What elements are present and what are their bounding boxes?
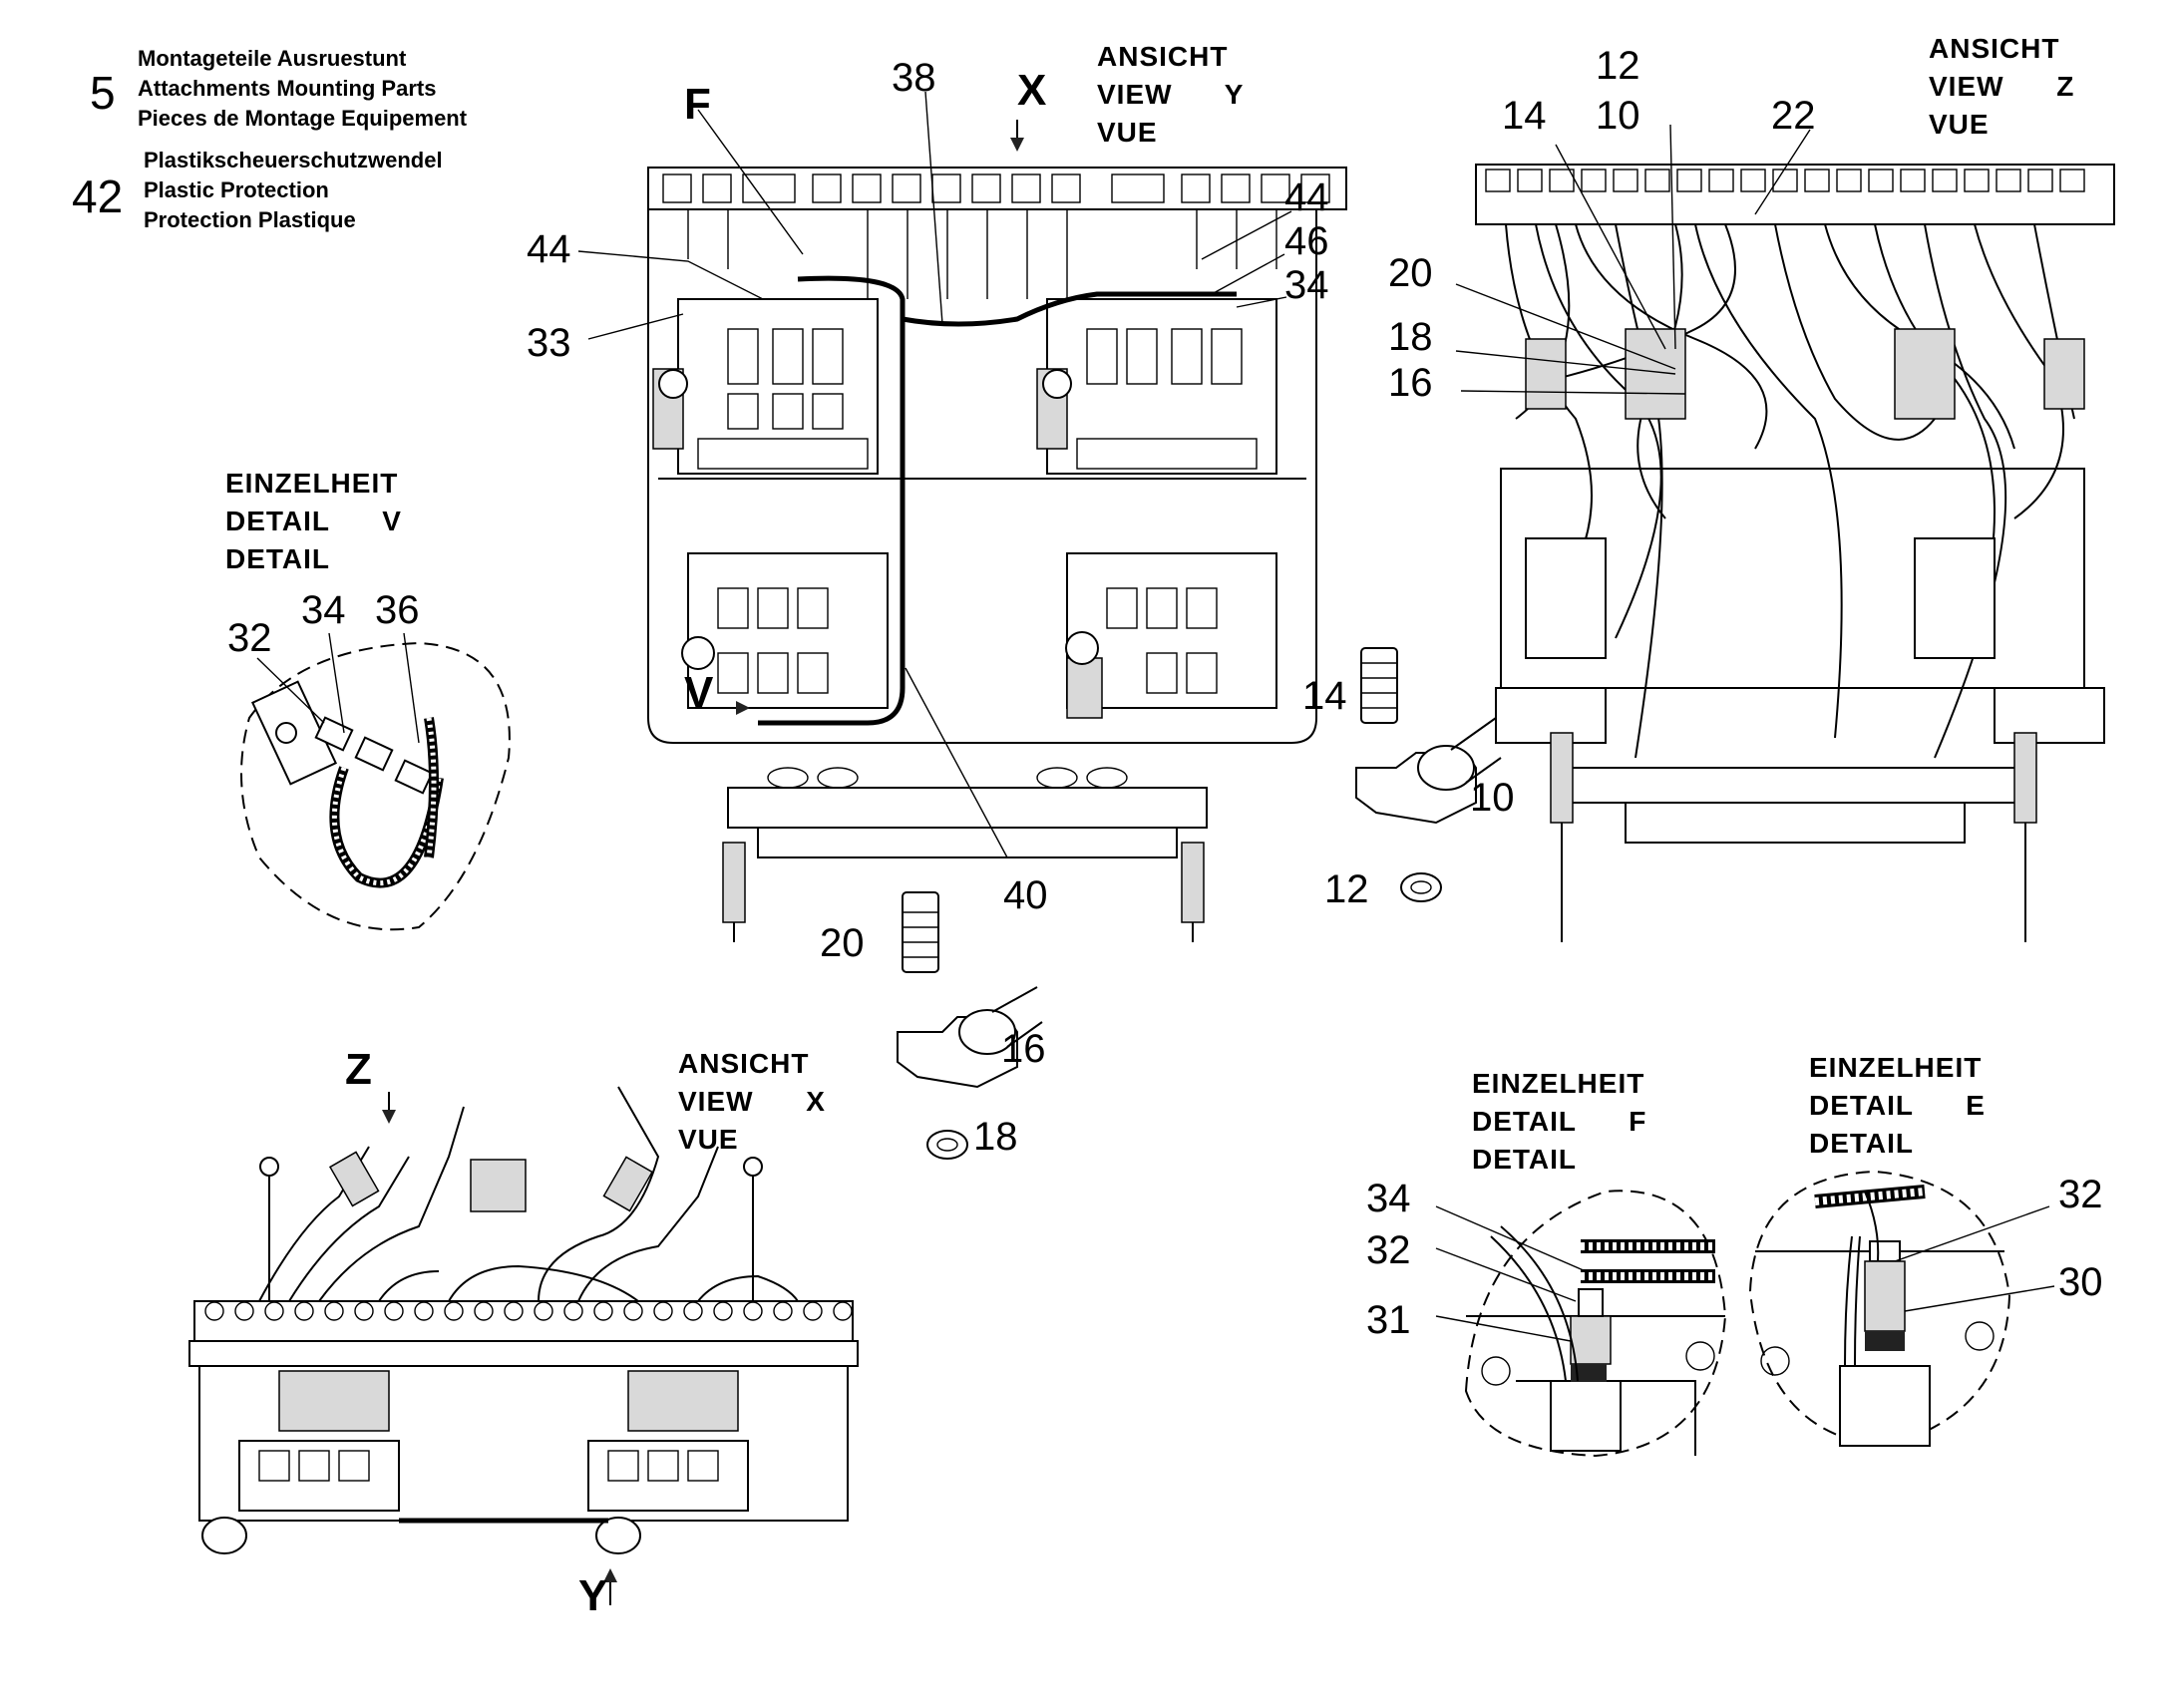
callout-44-right: 44 — [1284, 175, 1329, 219]
view-y-drawing — [577, 91, 1347, 942]
callout-34-detail-f: 34 — [1366, 1177, 1411, 1220]
detail-f-title-line-3: DETAIL — [1472, 1144, 1578, 1175]
legend-5-text: Montageteile Ausruestunt Attachments Mou… — [138, 44, 467, 134]
view-x-title-line-3: VUE — [678, 1124, 739, 1155]
callout-12-view-z: 12 — [1596, 44, 1640, 88]
detail-e-title-line-3: DETAIL — [1809, 1128, 1915, 1159]
view-x-drawing — [188, 1086, 859, 1605]
callout-20-view-z: 20 — [1388, 251, 1433, 295]
legend-5-line-de: Montageteile Ausruestunt — [138, 46, 407, 71]
callout-38: 38 — [892, 56, 936, 100]
detail-f-title: EINZELHEIT DETAIL F DETAIL — [1472, 1065, 1646, 1179]
detail-f-title-line-1: EINZELHEIT — [1472, 1068, 1645, 1099]
view-z-title: ANSICHT VIEW Z VUE — [1929, 30, 2074, 144]
callout-32-detail-v: 32 — [227, 616, 272, 660]
view-z-title-line-1: ANSICHT — [1929, 33, 2060, 64]
legend-5-number: 5 — [90, 67, 116, 119]
detail-v-drawing — [240, 632, 511, 931]
view-y-marker: Y — [578, 1571, 608, 1620]
callout-14-flange: 14 — [1302, 674, 1347, 718]
callout-12-flange: 12 — [1324, 867, 1369, 911]
detail-f-drawing — [1435, 1190, 1727, 1458]
callout-20-flange: 20 — [820, 921, 865, 965]
view-x-marker: X — [1017, 66, 1047, 115]
callout-32-detail-e: 32 — [2058, 1173, 2103, 1216]
callout-36: 36 — [375, 588, 420, 632]
view-z-marker: Z — [345, 1045, 372, 1094]
callout-10-view-z: 10 — [1596, 94, 1640, 138]
view-y-title-line-2: VIEW Y — [1097, 79, 1245, 110]
view-x-title-line-2: VIEW X — [678, 1086, 826, 1117]
callout-34-detail-v: 34 — [301, 588, 346, 632]
callout-30: 30 — [2058, 1260, 2103, 1304]
legend-42-line-de: Plastikscheuerschutzwendel — [144, 148, 443, 172]
callout-34-view-y: 34 — [1284, 263, 1329, 307]
callout-46: 46 — [1284, 219, 1329, 263]
detail-e-drawing — [1748, 1170, 2055, 1448]
legend-42-text: Plastikscheuerschutzwendel Plastic Prote… — [144, 146, 443, 235]
detail-f-title-line-2: DETAIL F — [1472, 1106, 1647, 1137]
callout-44-left: 44 — [527, 227, 571, 271]
callout-18-view-z: 18 — [1388, 315, 1433, 359]
legend-5-line-en: Attachments Mounting Parts — [138, 76, 437, 101]
legend-5-line-fr: Pieces de Montage Equipement — [138, 106, 468, 131]
callout-31: 31 — [1366, 1298, 1411, 1342]
view-z-title-line-3: VUE — [1929, 109, 1990, 140]
detail-v-marker: V — [684, 668, 714, 717]
callout-40: 40 — [1003, 873, 1048, 917]
view-z-title-line-2: VIEW Z — [1929, 71, 2075, 102]
callout-14-view-z: 14 — [1502, 94, 1547, 138]
detail-e-title-line-1: EINZELHEIT — [1809, 1052, 1983, 1083]
callout-32-detail-f: 32 — [1366, 1228, 1411, 1272]
detail-e-title: EINZELHEIT DETAIL E DETAIL — [1809, 1049, 1986, 1163]
legend-42-number: 42 — [72, 171, 124, 222]
flange-b-drawing — [897, 891, 1043, 1160]
callout-33: 33 — [527, 321, 571, 365]
detail-v-title-line-1: EINZELHEIT — [225, 468, 399, 499]
view-y-title: ANSICHT VIEW Y VUE — [1097, 38, 1244, 152]
view-y-title-line-3: VUE — [1097, 117, 1158, 148]
legend-42-line-en: Plastic Protection — [144, 177, 329, 202]
detail-f-marker: F — [684, 80, 711, 129]
view-z-drawing — [1455, 124, 2115, 942]
view-y-title-line-1: ANSICHT — [1097, 41, 1229, 72]
view-x-title-line-1: ANSICHT — [678, 1048, 810, 1079]
detail-v-title-line-3: DETAIL — [225, 543, 331, 574]
view-x-title: ANSICHT VIEW X VUE — [678, 1045, 826, 1159]
callout-18-flange: 18 — [973, 1115, 1018, 1159]
detail-e-title-line-2: DETAIL E — [1809, 1090, 1986, 1121]
callout-10-flange: 10 — [1470, 776, 1515, 820]
legend-42-line-fr: Protection Plastique — [144, 207, 356, 232]
callout-16-view-z: 16 — [1388, 361, 1433, 405]
detail-v-title: EINZELHEIT DETAIL V DETAIL — [225, 465, 402, 578]
callout-16-flange: 16 — [1001, 1027, 1046, 1071]
callout-22: 22 — [1771, 94, 1816, 138]
flange-a-drawing — [1355, 647, 1502, 902]
detail-v-title-line-2: DETAIL V — [225, 506, 402, 536]
